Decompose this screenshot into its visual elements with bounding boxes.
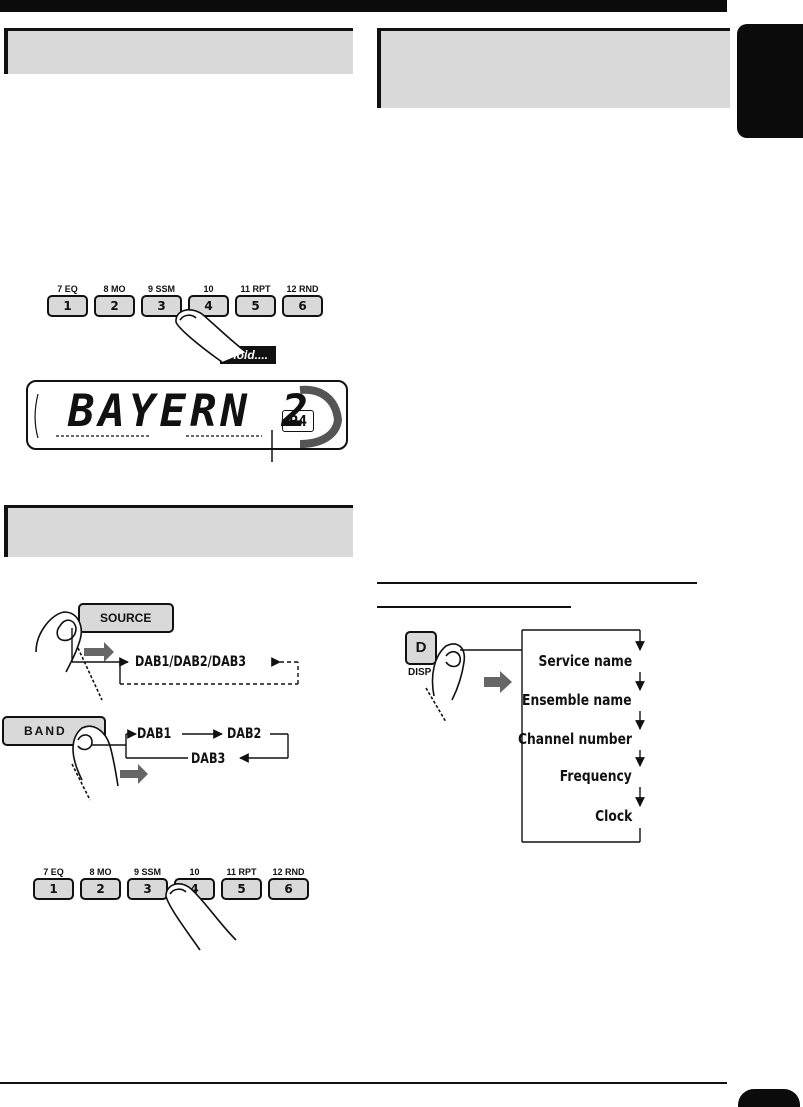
preset-key: 3 xyxy=(127,878,168,900)
section-header-select xyxy=(4,505,353,557)
lcd-station-text: BAYERN 2 xyxy=(68,386,312,437)
preset-sublabel: 12 RND xyxy=(286,284,319,294)
display-flow-lines xyxy=(460,629,645,843)
section-header-display xyxy=(377,28,730,108)
source-button[interactable]: SOURCE xyxy=(78,603,174,633)
disp-button[interactable]: D xyxy=(405,631,437,665)
preset-key: 2 xyxy=(94,295,135,317)
flow-service-name: Service name xyxy=(538,652,632,670)
band-cycle-lines xyxy=(92,729,289,763)
press-arrow-icon xyxy=(120,764,148,784)
preset-key: 1 xyxy=(47,295,88,317)
preset-sublabel: 8 MO xyxy=(103,284,126,294)
finger-icon xyxy=(165,883,237,951)
language-tab xyxy=(737,24,803,138)
press-arrow-icon xyxy=(484,671,512,693)
preset-sublabel: 7 EQ xyxy=(43,867,64,877)
preset-key: 6 xyxy=(282,295,323,317)
preset-key: 2 xyxy=(80,878,121,900)
finger-icon xyxy=(175,309,247,363)
preset-sublabel: 12 RND xyxy=(272,867,305,877)
source-cycle-lines xyxy=(71,628,299,685)
finger-icon xyxy=(425,643,466,723)
flow-clock: Clock xyxy=(594,807,632,825)
finger-icon xyxy=(35,611,103,701)
flow-ensemble-name: Ensemble name xyxy=(522,691,632,709)
subheading-underline-1 xyxy=(377,582,697,584)
lcd-decoration xyxy=(34,385,343,462)
band-cycle-dab2: DAB2 xyxy=(227,726,262,742)
subheading-underline-2 xyxy=(377,606,571,608)
preset-sublabel: 7 EQ xyxy=(57,284,78,294)
flow-frequency: Frequency xyxy=(560,767,632,785)
page-number-tab xyxy=(738,1089,800,1107)
preset-key: 5 xyxy=(235,295,276,317)
preset-sublabel: 10 xyxy=(203,284,214,294)
preset-key: 1 xyxy=(33,878,74,900)
flow-channel-number: Channel number xyxy=(518,730,632,748)
preset-sublabel: 8 MO xyxy=(89,867,112,877)
bottom-rule xyxy=(0,1082,727,1084)
press-arrow-icon xyxy=(84,642,114,662)
preset-sublabel: 9 SSM xyxy=(147,284,175,294)
section-header-preset xyxy=(4,28,353,74)
preset-sublabel: 10 xyxy=(189,867,200,877)
source-cycle-label: DAB1/DAB2/DAB3 xyxy=(135,654,247,670)
lcd-preset-indicator: P4 xyxy=(282,410,314,432)
preset-sublabel: 11 RPT xyxy=(240,284,271,294)
preset-sublabel: 9 SSM xyxy=(133,867,161,877)
preset-key: 5 xyxy=(221,878,262,900)
preset-key: 3 xyxy=(141,295,182,317)
preset-key: 6 xyxy=(268,878,309,900)
band-cycle-dab1: DAB1 xyxy=(137,726,172,742)
disp-label: DISP xyxy=(408,667,432,678)
preset-sublabel: 11 RPT xyxy=(226,867,257,877)
top-bar xyxy=(0,0,727,12)
lcd-display: BAYERN 2 P4 xyxy=(26,380,348,450)
band-cycle-dab3: DAB3 xyxy=(191,751,226,767)
finger-icon xyxy=(71,725,119,801)
